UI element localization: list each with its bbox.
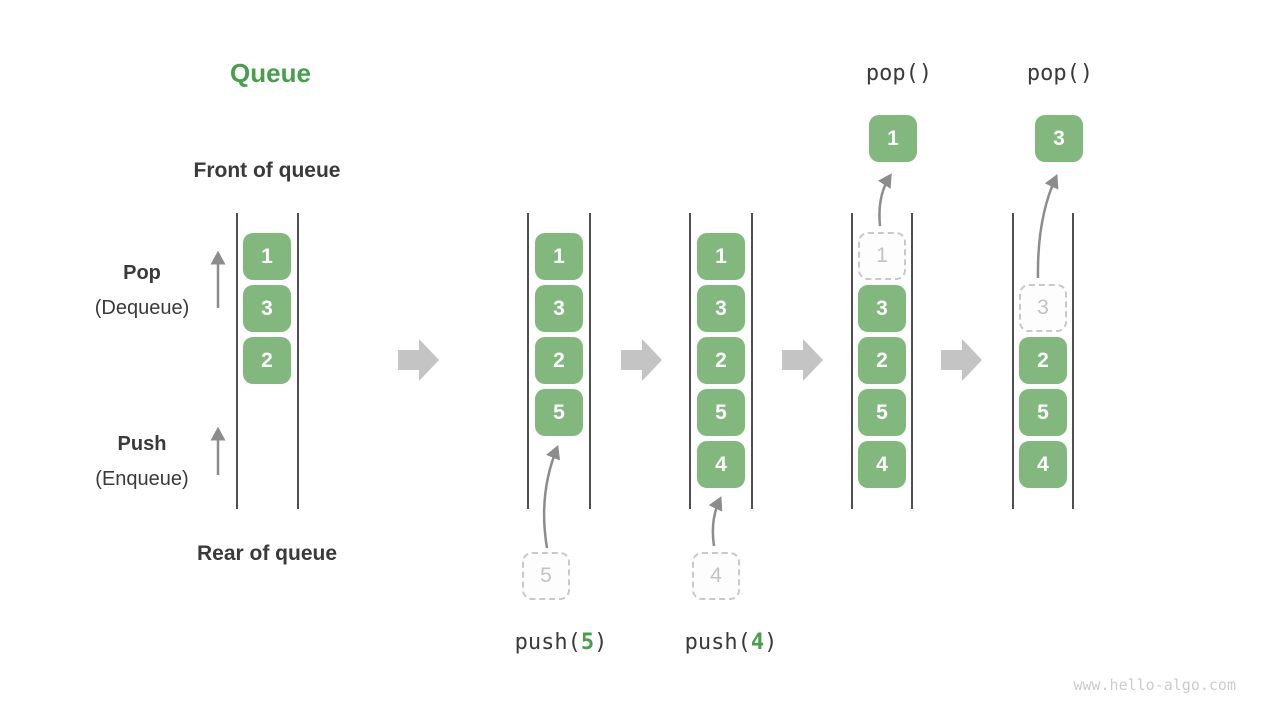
staged-value-box: 5	[522, 552, 570, 600]
diagram-title: Queue	[230, 58, 311, 88]
pop-operation-label: Pop	[123, 262, 161, 284]
queue-cell: 1	[243, 233, 291, 280]
push-4-arrow	[708, 496, 723, 547]
pop-operation-sublabel: (Dequeue)	[94, 297, 190, 319]
staged-value-box: 4	[692, 552, 740, 600]
queue-cell: 5	[697, 389, 745, 436]
queue-cell: 5	[858, 389, 906, 436]
queue-cell: 1	[697, 233, 745, 280]
queue-wall-right	[589, 213, 591, 509]
queue-wall-right	[297, 213, 299, 509]
rear-of-queue-label: Rear of queue	[196, 542, 338, 565]
push-call-label: push(5)	[491, 630, 631, 655]
push-fn-close: )	[764, 630, 778, 655]
push-arg-value: 4	[750, 630, 765, 655]
pop-1-arrow	[877, 173, 892, 227]
queue-cell: 3	[243, 285, 291, 332]
popped-value-box: 1	[869, 115, 917, 162]
push-call-label: push(4)	[661, 630, 801, 655]
queue-cell: 2	[243, 337, 291, 384]
push-fn-close: )	[594, 630, 608, 655]
queue-wall-left	[236, 213, 238, 509]
push-5-arrow	[542, 444, 561, 549]
front-of-queue-label: Front of queue	[193, 159, 341, 182]
ghost-cell: 3	[1019, 284, 1067, 332]
queue-wall-right	[751, 213, 753, 509]
push-fn-text: push(	[514, 630, 581, 655]
queue-cell: 4	[697, 441, 745, 488]
transition-arrow-4	[941, 339, 982, 381]
push-fn-text: push(	[684, 630, 751, 655]
site-watermark: www.hello-algo.com	[1073, 676, 1236, 694]
push-operation-label: Push	[117, 433, 167, 455]
queue-cell: 5	[1019, 389, 1067, 436]
ghost-cell: 1	[858, 232, 906, 280]
queue-cell: 3	[697, 285, 745, 332]
queue-wall-right	[1072, 213, 1074, 509]
queue-cell: 2	[697, 337, 745, 384]
queue-wall-left	[1012, 213, 1014, 509]
queue-cell: 2	[1019, 337, 1067, 384]
queue-wall-left	[527, 213, 529, 509]
pop-call-label: pop()	[1026, 61, 1094, 86]
queue-cell: 1	[535, 233, 583, 280]
queue-cell: 4	[1019, 441, 1067, 488]
queue-wall-left	[689, 213, 691, 509]
queue-wall-right	[911, 213, 913, 509]
queue-cell: 5	[535, 389, 583, 436]
queue-cell: 2	[858, 337, 906, 384]
transition-arrow-1	[398, 339, 439, 381]
transition-arrow-2	[621, 339, 662, 381]
push-operation-sublabel: (Enqueue)	[95, 468, 189, 490]
pop-3-arrow	[1036, 174, 1059, 279]
popped-value-box: 3	[1035, 115, 1083, 162]
pop-call-label: pop()	[865, 61, 933, 86]
push-arg-value: 5	[580, 630, 595, 655]
queue-cell: 3	[858, 285, 906, 332]
queue-wall-left	[851, 213, 853, 509]
queue-cell: 3	[535, 285, 583, 332]
transition-arrow-3	[782, 339, 823, 381]
queue-cell: 2	[535, 337, 583, 384]
queue-cell: 4	[858, 441, 906, 488]
